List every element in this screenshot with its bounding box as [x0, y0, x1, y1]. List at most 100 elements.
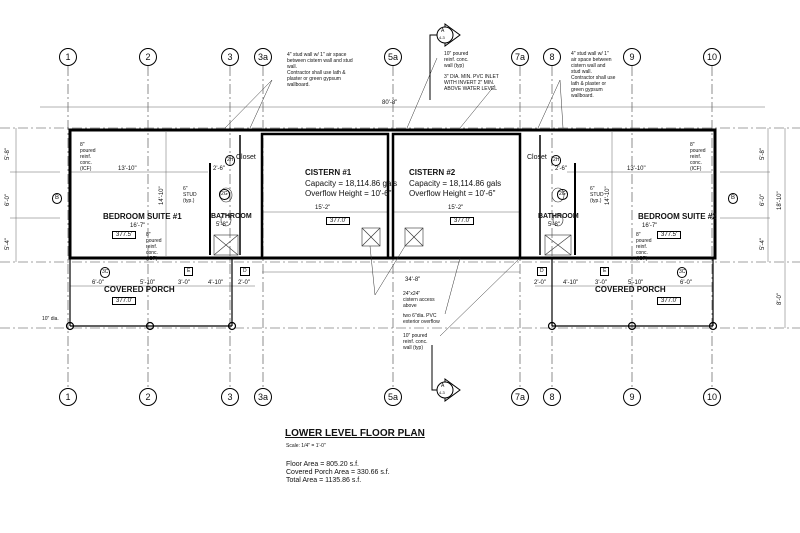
cistern1-elevation: 377.0' — [326, 217, 351, 225]
access-hatches — [213, 187, 572, 256]
walls — [68, 128, 717, 260]
dim-left-2: 6'-0" — [5, 194, 11, 206]
section-sheet-top: 4-3 — [439, 35, 445, 40]
dim-left-3: 5'-4" — [5, 238, 11, 250]
porch-tag-3c-right: 3C — [677, 267, 688, 278]
room-covered-porch-2: COVERED PORCH — [595, 285, 666, 294]
dim-right-total: 18'-10" — [777, 191, 783, 210]
note-pvc-inlet: 3" DIA. MIN. PVC INLET WITH INVERT 2" MI… — [444, 74, 499, 92]
bedroom1-elevation: 377.5' — [112, 231, 137, 239]
section-letter-top: A — [441, 28, 445, 34]
dim-closet-right: 2'-6" — [555, 166, 567, 173]
dim-left-1: 5'-8" — [5, 148, 11, 160]
drawing-scale: Scale: 1/4" = 1'-0" — [286, 443, 326, 449]
wall-tag-b-left: B — [52, 193, 63, 204]
note-slab-left: 8" poured reinf. conc. (ICF) — [80, 142, 96, 172]
dim-bedroom2-width: 13'-10" — [627, 166, 646, 172]
bedroom2-size: 16'-7" — [642, 223, 658, 229]
dim-porch-4: 4'-10" — [208, 280, 224, 286]
dim-closet-left: 2'-6" — [213, 166, 225, 173]
cistern2-capacity: Capacity = 18,114.86 gals — [409, 179, 502, 188]
note-cistern-access: 24"x24" cistern access above — [403, 291, 435, 309]
dim-cistern2-width: 15'-2" — [448, 205, 464, 211]
note-slab-left-2: 8" poured reinf. conc. (ICF) — [146, 232, 162, 262]
dim-right-2: 6'-0" — [760, 194, 766, 206]
dim-porch-1: 6'-0" — [92, 280, 104, 286]
note-overflow: two 6"dia. PVC exterior overflow — [403, 313, 440, 325]
dim-bedroom2-depth: 14'-10" — [605, 186, 611, 205]
section-letter-bottom: A — [441, 383, 445, 389]
total-area: Total Area = 1135.86 s.f. — [286, 477, 362, 484]
dim-right-1: 5'-8" — [760, 148, 766, 160]
drawing-title: LOWER LEVEL FLOOR PLAN — [285, 428, 425, 439]
door-tag-2g-left: 2G — [219, 189, 230, 200]
grid-bubble-3: 3 — [221, 48, 239, 66]
dim-porch-3: 3'-0" — [178, 280, 190, 286]
cistern1-capacity: Capacity = 18,114.86 gals — [305, 179, 398, 188]
floor-area: Floor Area = 805.20 s.f. — [286, 461, 359, 468]
cistern1-overflow: Overflow Height = 10'-6" — [305, 189, 392, 198]
grid-bubble-7a: 7a — [511, 48, 529, 66]
grid-lines — [0, 66, 800, 390]
grid-bubble-1: 1 — [59, 48, 77, 66]
grid-bubble-5a: 5a — [384, 48, 402, 66]
dim-bedroom1-depth: 14'-10" — [159, 186, 165, 205]
section-sheet-bottom: 4-3 — [439, 390, 445, 395]
grid-bubble-8: 8 — [543, 48, 561, 66]
room-bedroom-suite-2: BEDROOM SUITE #2 — [638, 212, 717, 221]
dim-porch-2: 5'-10" — [140, 280, 156, 286]
room-covered-porch-1: COVERED PORCH — [104, 285, 175, 294]
note-stud-left: 6" STUD (typ.) — [183, 186, 197, 204]
grid-bubble-3a-bottom: 3a — [254, 388, 272, 406]
closet-tag-2h-left: 2H — [225, 155, 236, 166]
note-poured-wall-bottom: 10" poured reinf. conc. wall (typ) — [403, 333, 428, 351]
grid-bubble-1-bottom: 1 — [59, 388, 77, 406]
closet-tag-2h-right: 2H — [551, 155, 562, 166]
grid-bubble-2-bottom: 2 — [139, 388, 157, 406]
note-slab-right: 8" poured reinf. conc. (ICF) — [690, 142, 706, 172]
dimension-lines — [10, 106, 786, 328]
dim-right-3: 5'-4" — [760, 238, 766, 250]
grid-bubble-3-bottom: 3 — [221, 388, 239, 406]
dim-porch-r2: 5'-10" — [628, 280, 644, 286]
note-slab-right-2: 8" poured reinf. conc. (ICF) — [636, 232, 652, 262]
room-cistern-2: CISTERN #2 — [409, 168, 456, 177]
wall-tag-b-right: B — [728, 193, 739, 204]
porches — [65, 258, 718, 331]
note-stud-right: 6" STUD (typ.) — [590, 186, 604, 204]
dim-cistern-pair: 34'-8" — [405, 277, 421, 283]
note-stud-wall-right: 4" stud wall w/ 1" air space between cis… — [571, 51, 616, 99]
bedroom1-size: 16'-7" — [130, 223, 146, 229]
grid-bubble-9: 9 — [623, 48, 641, 66]
leader-lines — [224, 34, 564, 391]
dim-overall: 80'-8" — [382, 100, 398, 106]
porch-tag-3c-left: 3C — [100, 267, 111, 278]
grid-bubble-5a-bottom: 5a — [384, 388, 402, 406]
bathroom2-size: 5'-8" — [548, 222, 560, 228]
cistern2-elevation: 377.0' — [450, 217, 475, 225]
dim-porch-r5: 2'-0" — [534, 280, 546, 286]
dim-cistern1-width: 15'-2" — [315, 205, 331, 211]
cistern2-overflow: Overflow Height = 10'-6" — [409, 189, 496, 198]
room-bedroom-suite-1: BEDROOM SUITE #1 — [103, 212, 182, 221]
note-stud-wall-left: 4" stud wall w/ 1" air space between cis… — [287, 52, 353, 88]
dim-porch-r3: 3'-0" — [595, 280, 607, 286]
note-column-dia: 10" dia. — [42, 316, 59, 322]
grid-bubble-7a-bottom: 7a — [511, 388, 529, 406]
door-tag-e-left: E — [184, 267, 194, 276]
dim-bedroom1-width: 13'-10" — [118, 166, 137, 172]
door-tag-d-right: D — [537, 267, 547, 276]
grid-bubble-10: 10 — [703, 48, 721, 66]
door-tag-2g-right: 2G — [557, 189, 568, 200]
room-bathroom-2: BATHROOM — [538, 213, 579, 220]
section-markers — [436, 23, 461, 402]
porch1-elevation: 377.0' — [112, 297, 137, 305]
grid-bubble-9-bottom: 9 — [623, 388, 641, 406]
dim-porch-r1: 6'-0" — [680, 280, 692, 286]
porch2-elevation: 377.0' — [657, 297, 682, 305]
dim-porch-r4: 4'-10" — [563, 280, 579, 286]
door-tag-d-left: D — [240, 267, 250, 276]
grid-bubble-2: 2 — [139, 48, 157, 66]
